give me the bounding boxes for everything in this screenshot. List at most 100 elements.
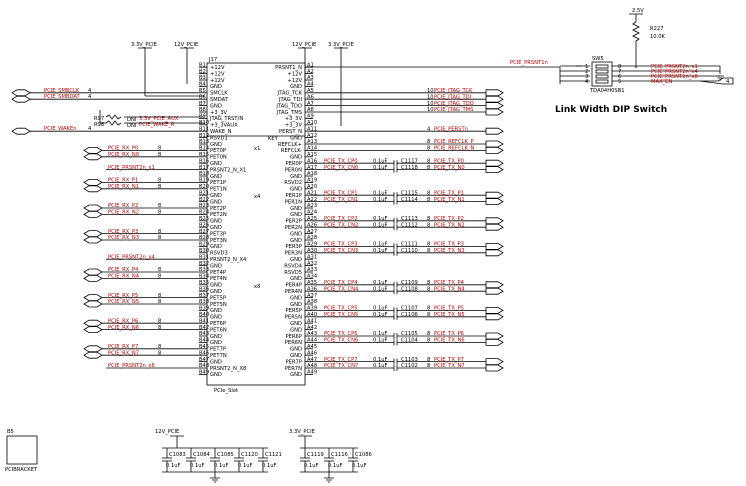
net-sheet-pcie_rx_p0: 8 bbox=[158, 146, 161, 152]
tx-cap-ref-c1112: C1112 bbox=[401, 222, 418, 228]
pin-name-b25: GND bbox=[210, 219, 222, 225]
pin-name-a4: GND bbox=[290, 84, 302, 90]
pin-number-b19: B19 bbox=[199, 178, 209, 184]
offpage-arrow-pcie_rx_n3 bbox=[83, 236, 103, 244]
net-label-pcie_rx_p4: PCIE_RX_P4 bbox=[108, 267, 139, 273]
tx-out-label-pcie_tx_p6: PCIE_TX_P6 bbox=[434, 331, 464, 337]
pin-name-a39: PER5P bbox=[286, 308, 302, 314]
pin-number-b42: B42 bbox=[199, 325, 209, 331]
net-label-pcie_refclk_n: PCIE_REFCLK_N bbox=[434, 146, 475, 152]
tx-out-sheet-pcie_tx_n3: 8 bbox=[427, 248, 430, 254]
net-sheet-pcie_jtag_tdo: 10 bbox=[427, 101, 434, 107]
pin-number-b18: B18 bbox=[199, 171, 209, 177]
net-sheet-pcie_rx_n2: 8 bbox=[158, 210, 161, 216]
pin-number-a3: A3 bbox=[307, 75, 314, 81]
pin-name-b4: GND bbox=[210, 84, 222, 90]
pin-number-b7: B7 bbox=[199, 101, 206, 107]
pin-number-a34: A34 bbox=[307, 274, 318, 280]
decap-ref-c1085: C1085 bbox=[217, 452, 234, 458]
rail-label-12v-b: 12V_PCIE bbox=[292, 42, 316, 48]
tx-out-sheet-pcie_tx_n4: 8 bbox=[427, 286, 430, 292]
tx-cap-ref-c1102: C1102 bbox=[401, 363, 418, 369]
pin-number-b41: B41 bbox=[199, 318, 209, 324]
net-sheet-pcie_rx_n6: 8 bbox=[158, 325, 161, 331]
pin-name-b29: GND bbox=[210, 244, 222, 250]
net-label-pcie_rx_p0: PCIE_RX_P0 bbox=[108, 146, 138, 152]
net-label-pcie_jtag_tck: PCIE_JTAG_TCK bbox=[434, 88, 473, 94]
pin-number-a20: A20 bbox=[307, 184, 317, 190]
connector-footer: PCIe_Slot bbox=[214, 388, 238, 394]
tx-cap-value-c1111: 0.1uF bbox=[373, 242, 388, 248]
pin-name-b46: PET7N bbox=[210, 353, 227, 359]
dni-label-a: DNI bbox=[127, 117, 137, 123]
pin-number-b43: B43 bbox=[199, 331, 209, 337]
pin-number-a42: A42 bbox=[307, 325, 317, 331]
pin-name-b11: WAKE_N bbox=[210, 129, 232, 135]
tx-out-arrow-pcie_tx_p2 bbox=[485, 217, 504, 225]
tx-cap-ref-c1106: C1106 bbox=[401, 312, 418, 318]
tx-out-label-pcie_tx_n5: PCIE_TX_N5 bbox=[434, 312, 465, 318]
pin-name-b3: +12V bbox=[210, 78, 225, 84]
pin-number-b16: B16 bbox=[199, 158, 209, 164]
pin-number-a18: A18 bbox=[307, 171, 317, 177]
net-label-pcie_rx_n0: PCIE_RX_N0 bbox=[108, 152, 139, 158]
pin-name-b5: SMCLK bbox=[210, 91, 228, 97]
tx-net-pcie_tx_cn3: PCIE_TX_CN3 bbox=[324, 248, 358, 254]
pin-name-b39: GND bbox=[210, 308, 222, 314]
pin-number-a17: A17 bbox=[307, 165, 317, 171]
decap-ref-c1121: C1121 bbox=[265, 452, 282, 458]
dip-switch-body bbox=[591, 61, 613, 87]
decoupling-rail-33v: 3.3V_PCIE bbox=[289, 429, 315, 435]
tx-out-sheet-pcie_tx_n6: 8 bbox=[427, 338, 430, 344]
tx-net-pcie_tx_cp4: PCIE_TX_CP4 bbox=[324, 280, 358, 286]
dip-switch-title: Link Width DIP Switch bbox=[555, 105, 667, 115]
pin-name-a9: +3_3V bbox=[285, 116, 303, 122]
ground-symbol-33v bbox=[324, 472, 334, 483]
net-label-pcie_waken: PCIE_WAKEn bbox=[44, 126, 77, 132]
tx-cap-ref-c1103: C1103 bbox=[401, 357, 418, 363]
net-label-pcie_smbdat: PCIE_SMBDAT bbox=[44, 94, 81, 100]
pin-name-a12: GND bbox=[290, 135, 302, 141]
net-sheet-pcie_rx_p1: 8 bbox=[158, 178, 161, 184]
net-label-pcie_jtag_tdi: PCIE_JTAG_TDI bbox=[434, 94, 472, 100]
pin-number-b46: B46 bbox=[199, 350, 209, 356]
tx-cap-ref-c1115: C1115 bbox=[401, 190, 418, 196]
pin-name-a46: GND bbox=[290, 353, 302, 359]
tx-net-pcie_tx_cn1: PCIE_TX_CN1 bbox=[324, 197, 358, 203]
pin-name-a1: PRSNT1_N bbox=[275, 65, 302, 71]
pin-name-a22: PER1N bbox=[285, 199, 302, 205]
tx-cap-value-c1102: 0.1uF bbox=[373, 363, 388, 369]
pin-number-b32: B32 bbox=[199, 261, 209, 267]
pin-number-a40: A40 bbox=[307, 312, 317, 318]
pin-name-a2: +12V bbox=[288, 71, 303, 77]
decoupling-rail-12v: 12V_PCIE bbox=[155, 429, 179, 435]
pin-name-a15: GND bbox=[290, 155, 302, 161]
pin-name-b45: PET7P bbox=[210, 347, 226, 353]
pin-name-a23: GND bbox=[290, 206, 302, 212]
pin-number-a15: A15 bbox=[307, 152, 317, 158]
pin-name-a30: PER3N bbox=[285, 251, 302, 257]
pin-number-a23: A23 bbox=[307, 203, 317, 209]
pin-name-b22: GND bbox=[210, 199, 222, 205]
pin-name-b15: PET0N bbox=[210, 155, 227, 161]
net-sheet-pcie_rx_p6: 8 bbox=[158, 318, 161, 324]
pin-name-a32: RSVD4 bbox=[284, 263, 302, 269]
net-label-pcie_rx_n6: PCIE_RX_N6 bbox=[108, 325, 139, 331]
net-label-pcie_rx_p1: PCIE_RX_P1 bbox=[108, 178, 138, 184]
tx-out-label-pcie_tx_p7: PCIE_TX_P7 bbox=[434, 357, 464, 363]
tx-out-label-pcie_tx_p3: PCIE_TX_P3 bbox=[434, 242, 464, 248]
pin-name-a42: GND bbox=[290, 327, 302, 333]
pin-name-a20: GND bbox=[290, 187, 302, 193]
pin-number-a10: A10 bbox=[307, 120, 317, 126]
connector-refdes: J17 bbox=[208, 57, 217, 63]
pin-number-a37: A37 bbox=[307, 293, 317, 299]
net-label-pcie_rx_p7: PCIE_RX_P7 bbox=[108, 344, 138, 350]
net-sheet-pcie_rx_p5: 8 bbox=[158, 293, 161, 299]
decap-value-c1116: 0.1uF bbox=[328, 463, 343, 469]
net-label-pcie_prsnt2n_x4: PCIE_PRSNT2n_x4 bbox=[108, 254, 155, 260]
pin-name-a16: PER0P bbox=[286, 161, 302, 167]
group-label-x1: x1 bbox=[254, 146, 260, 152]
net-sheet-pcie_refclk_n: 8 bbox=[427, 146, 430, 152]
pin-name-a31: GND bbox=[290, 257, 302, 263]
